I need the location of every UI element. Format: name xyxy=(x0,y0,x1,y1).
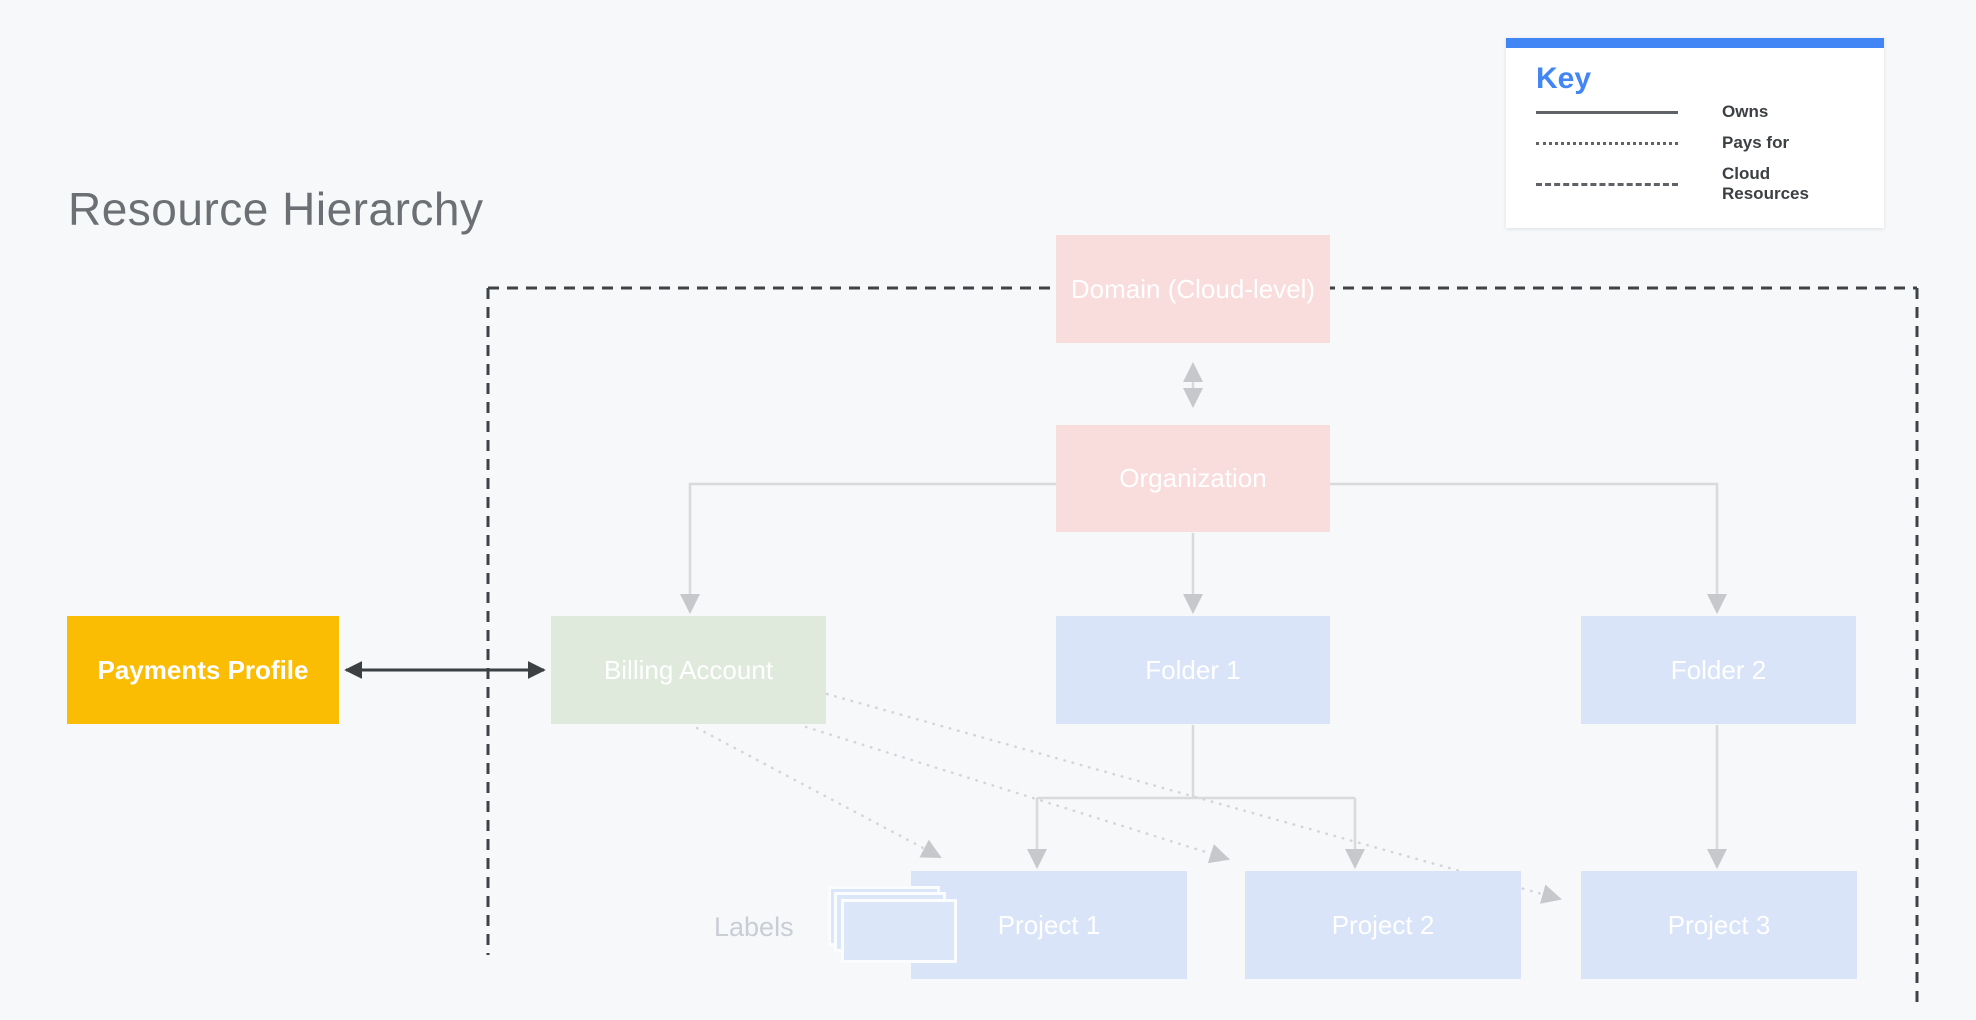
organization-billing-arrow xyxy=(680,482,1056,614)
labels-caption: Labels xyxy=(714,912,794,942)
node-project-2-label: Project 2 xyxy=(1331,909,1435,940)
node-payments-profile: Payments Profile xyxy=(67,616,339,724)
node-domain-label: Domain (Cloud-level) xyxy=(1070,273,1316,304)
legend-accent-bar xyxy=(1506,38,1884,48)
label-card-front xyxy=(841,899,957,963)
solid-line-sample xyxy=(1536,110,1678,114)
node-folder-1-label: Folder 1 xyxy=(1145,654,1241,685)
node-folder-2: Folder 2 xyxy=(1581,616,1856,724)
node-project-1: Project 1 xyxy=(911,871,1187,979)
pays-for-connectors xyxy=(695,692,1562,904)
node-organization: Organization xyxy=(1056,425,1330,532)
node-folder-1: Folder 1 xyxy=(1056,616,1330,724)
legend-item-owns-label: Owns xyxy=(1722,102,1769,121)
node-organization-label: Organization xyxy=(1119,463,1267,493)
node-domain: Domain (Cloud-level) xyxy=(1056,235,1330,343)
billing-project2-dotted xyxy=(804,725,1230,864)
node-folder-2-label: Folder 2 xyxy=(1670,654,1767,685)
node-project-2: Project 2 xyxy=(1245,871,1521,979)
legend-item-pays-for-label: Pays for xyxy=(1722,133,1790,153)
folder1-tee xyxy=(1037,725,1355,800)
node-payments-profile-label: Payments Profile xyxy=(97,654,309,685)
node-project-3-label: Project 3 xyxy=(1667,909,1771,940)
legend-title: Key xyxy=(1536,62,1592,95)
dotted-line-sample xyxy=(1536,141,1678,145)
dashed-line-sample xyxy=(1536,182,1678,186)
node-billing-account: Billing Account xyxy=(551,616,826,724)
billing-project3-dotted xyxy=(825,692,1562,904)
owns-connectors xyxy=(680,362,1727,869)
cloud-resources-boundary xyxy=(486,286,1919,1008)
legend-body: Key Owns Pays for Cloud Resources xyxy=(1506,48,1884,204)
labels-stack-icon xyxy=(828,886,963,968)
page-title: Resource Hierarchy xyxy=(68,183,484,235)
legend-item-cloud-resources: Cloud Resources xyxy=(1536,164,1884,204)
organization-folder2-arrow xyxy=(1330,482,1727,614)
node-project-3: Project 3 xyxy=(1581,871,1857,979)
legend-item-owns: Owns xyxy=(1536,102,1884,122)
node-project-1-label: Project 1 xyxy=(997,909,1101,940)
legend-panel: Key Owns Pays for Cloud Resources xyxy=(1506,38,1884,228)
node-billing-account-label: Billing Account xyxy=(603,654,774,685)
legend-item-cloud-resources-label: Cloud Resources xyxy=(1722,164,1809,204)
billing-project1-dotted xyxy=(695,726,942,859)
legend-item-pays-for: Pays for xyxy=(1536,133,1884,153)
